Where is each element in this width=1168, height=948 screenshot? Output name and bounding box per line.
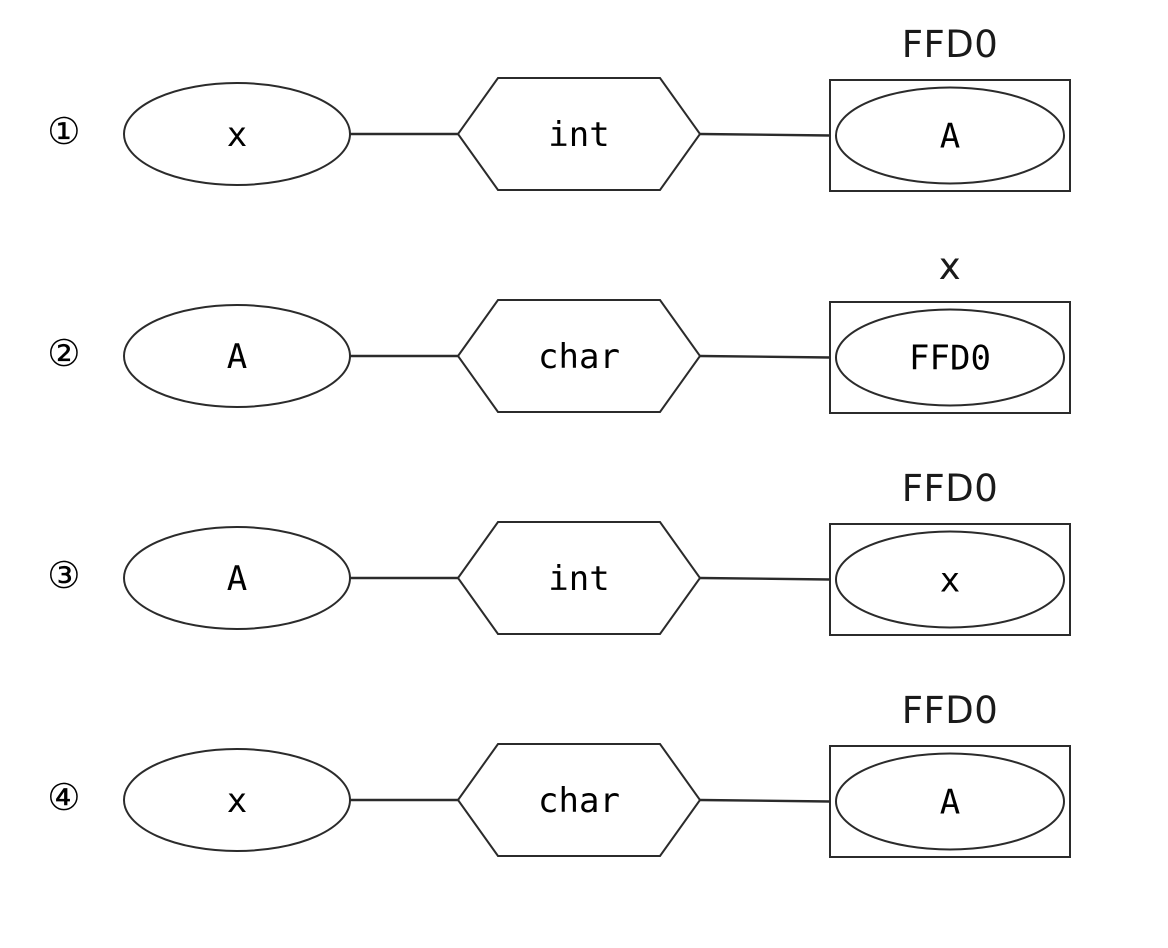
source-node-label: x (227, 781, 247, 821)
connector-line-right (699, 798, 831, 803)
target-inner-ellipse[interactable] (835, 308, 1065, 407)
source-ellipse[interactable] (123, 526, 351, 630)
target-node-label: A (940, 117, 960, 157)
connector-line-right (699, 576, 831, 581)
connector-line-right (699, 132, 831, 137)
target-node-label: A (940, 783, 960, 823)
row-index-circled-four: ④ (47, 776, 81, 819)
type-node-label: int (548, 559, 609, 599)
external-address-label: x (938, 245, 962, 288)
row-shapes: x char A (123, 743, 1071, 858)
type-node-label: char (538, 781, 620, 821)
row-shapes: x int A (123, 77, 1071, 192)
type-hexagon[interactable] (456, 299, 702, 413)
type-node-label: char (538, 337, 620, 377)
row-index-circled-two: ② (47, 332, 81, 375)
type-hexagon[interactable] (456, 743, 702, 857)
source-ellipse[interactable] (123, 304, 351, 408)
external-address-label: FFD0 (901, 689, 999, 732)
connector-line-right (699, 354, 831, 359)
type-node-label: int (548, 115, 609, 155)
type-hexagon[interactable] (456, 77, 702, 191)
source-node-label: A (227, 559, 247, 599)
target-inner-ellipse[interactable] (835, 530, 1065, 629)
diagram-row: ④ FFD0 x char A (0, 692, 1168, 948)
type-hexagon[interactable] (456, 521, 702, 635)
target-node-label: x (940, 561, 960, 601)
target-inner-ellipse[interactable] (835, 752, 1065, 851)
diagram-row: ① FFD0 x int A (0, 26, 1168, 282)
row-index-circled-one: ① (47, 110, 81, 153)
source-ellipse[interactable] (123, 748, 351, 852)
external-address-label: FFD0 (901, 467, 999, 510)
external-address-label: FFD0 (901, 23, 999, 66)
target-inner-ellipse[interactable] (835, 86, 1065, 185)
target-node-label: FFD0 (909, 339, 991, 379)
source-ellipse[interactable] (123, 82, 351, 186)
source-node-label: x (227, 115, 247, 155)
row-index-circled-three: ③ (47, 554, 81, 597)
source-node-label: A (227, 337, 247, 377)
